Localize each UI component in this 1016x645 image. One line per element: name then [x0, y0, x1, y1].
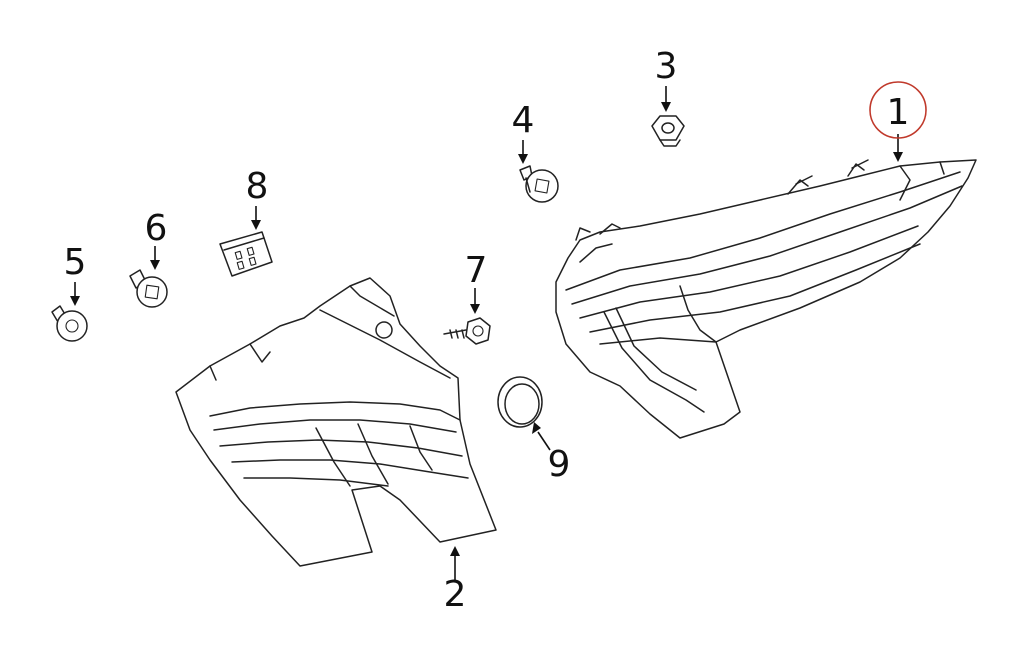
callout-1-label[interactable]: 1: [887, 92, 910, 133]
leader-9: [537, 431, 551, 451]
arrow-6-icon: [150, 260, 160, 270]
arrow-5-icon: [70, 296, 80, 306]
part-7-screw[interactable]: [443, 317, 491, 345]
leader-lines: [70, 86, 903, 580]
arrow-7-icon: [470, 304, 480, 314]
callout-6-label[interactable]: 6: [145, 208, 168, 249]
arrow-1-icon: [893, 152, 903, 162]
callout-2-label[interactable]: 2: [444, 574, 467, 615]
part-2-tail-lamp[interactable]: [175, 277, 497, 567]
callout-7-label[interactable]: 7: [465, 250, 488, 291]
arrow-4-icon: [518, 154, 528, 164]
part-6-clip[interactable]: [129, 269, 168, 308]
arrow-2-icon: [450, 546, 460, 556]
part-4-clip[interactable]: [519, 165, 559, 203]
callout-8-label[interactable]: 8: [246, 166, 269, 207]
arrow-8-icon: [251, 220, 261, 230]
callout-9-label[interactable]: 9: [548, 444, 571, 485]
callout-labels: 1 2 3 4 5 6 7 8 9: [64, 46, 910, 615]
part-8-bracket[interactable]: [219, 231, 273, 277]
part-1-tail-lamp[interactable]: [555, 159, 977, 439]
callout-5-label[interactable]: 5: [64, 242, 87, 283]
callout-1-highlight-ring: [869, 81, 927, 139]
part-3-nut[interactable]: [651, 115, 685, 147]
callout-4-label[interactable]: 4: [512, 100, 535, 141]
callout-3-label[interactable]: 3: [655, 46, 678, 87]
part-5-clip[interactable]: [51, 305, 88, 342]
arrow-9-icon: [532, 422, 541, 434]
part-9-cap[interactable]: [497, 376, 543, 428]
arrow-3-icon: [661, 102, 671, 112]
